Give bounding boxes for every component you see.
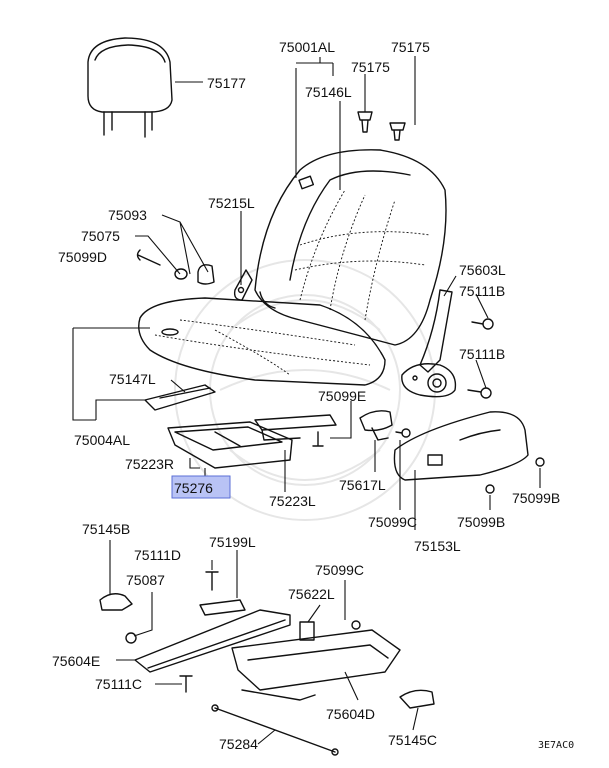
label-75199L[interactable]: 75199L [209, 534, 256, 550]
leader-lines [72, 56, 541, 745]
handle-75617L[interactable] [359, 410, 393, 441]
label-75175-a[interactable]: 75175 [351, 59, 390, 75]
label-75111C[interactable]: 75111C [95, 676, 142, 692]
label-75111B-a[interactable]: 75111B [459, 283, 505, 299]
screws-right[interactable] [312, 428, 545, 494]
label-75145B[interactable]: 75145B [82, 521, 130, 537]
small-hardware-left[interactable] [136, 249, 253, 301]
seat-track-drawing[interactable] [134, 599, 401, 701]
label-75001AL[interactable]: 75001AL [279, 39, 335, 55]
label-75099E[interactable]: 75099E [318, 388, 366, 404]
parts-bottom-left[interactable] [99, 571, 219, 693]
label-75223L[interactable]: 75223L [269, 493, 316, 509]
label-75111D[interactable]: 75111D [134, 547, 181, 563]
label-75223R[interactable]: 75223R [125, 456, 174, 472]
label-75622L[interactable]: 75622L [288, 586, 335, 602]
label-75099C-a[interactable]: 75099C [368, 514, 417, 530]
recliner-75603L[interactable] [401, 289, 457, 398]
seat-back-drawing[interactable] [254, 149, 447, 346]
label-75075[interactable]: 75075 [81, 228, 120, 244]
label-75099B-a[interactable]: 75099B [512, 490, 560, 506]
highlight-75276 [171, 475, 231, 499]
label-75099B-b[interactable]: 75099B [457, 514, 505, 530]
label-75276[interactable]: 75276 [174, 480, 213, 496]
label-75175-b[interactable]: 75175 [391, 39, 430, 55]
footer-code: 3E7AC0 [538, 740, 574, 751]
label-75617L[interactable]: 75617L [339, 477, 386, 493]
label-75177[interactable]: 75177 [207, 75, 246, 91]
label-75284[interactable]: 75284 [219, 736, 258, 752]
tray-75276[interactable] [167, 421, 293, 469]
watermark-emblem [174, 259, 436, 521]
label-75099C-b[interactable]: 75099C [315, 562, 364, 578]
label-75604D[interactable]: 75604D [326, 706, 375, 722]
cover-75153L[interactable] [393, 411, 529, 481]
label-75146L[interactable]: 75146L [305, 84, 352, 100]
seat-cushion-drawing[interactable] [138, 297, 386, 386]
label-75087[interactable]: 75087 [126, 572, 165, 588]
bushings-75175[interactable] [357, 111, 406, 141]
label-75153L[interactable]: 75153L [414, 538, 461, 554]
label-75004AL[interactable]: 75004AL [74, 432, 130, 448]
bracket-75223L[interactable] [254, 414, 337, 441]
label-75111B-b[interactable]: 75111B [459, 346, 505, 362]
label-75604E[interactable]: 75604E [52, 653, 100, 669]
label-75099D[interactable]: 75099D [58, 249, 107, 265]
label-75147L[interactable]: 75147L [109, 371, 156, 387]
headrest-drawing[interactable] [87, 37, 173, 138]
cover-75145C[interactable] [399, 689, 435, 709]
label-75215L[interactable]: 75215L [208, 195, 255, 211]
trim-75147L[interactable] [144, 384, 216, 411]
label-75145C[interactable]: 75145C [388, 732, 437, 748]
label-75093[interactable]: 75093 [108, 207, 147, 223]
label-75603L[interactable]: 75603L [459, 262, 506, 278]
